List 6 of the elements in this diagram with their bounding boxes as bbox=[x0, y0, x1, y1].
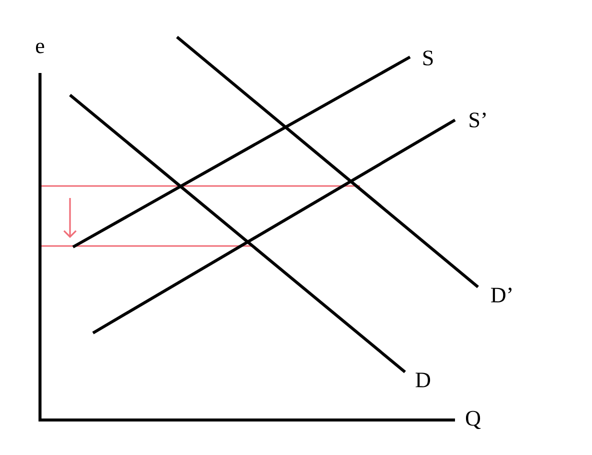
curve-label: S bbox=[423, 50, 433, 66]
curve-label: D bbox=[416, 372, 430, 388]
axis-label: Q bbox=[466, 410, 481, 430]
curve-label: S’ bbox=[470, 112, 486, 128]
curve-label: D’ bbox=[491, 288, 512, 302]
axis-label: e bbox=[36, 42, 44, 54]
